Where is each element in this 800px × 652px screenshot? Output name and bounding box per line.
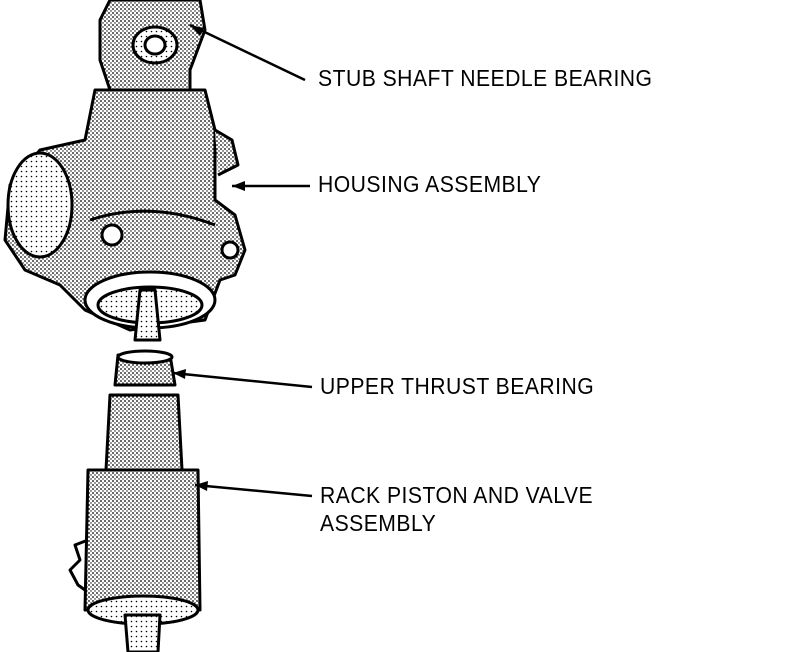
label-stub-shaft-needle-bearing: STUB SHAFT NEEDLE BEARING: [318, 65, 653, 91]
leader-rack-piston: [194, 483, 313, 498]
rack-piston-and-valve-assembly: [68, 393, 202, 652]
leader-stub-shaft: [189, 23, 306, 82]
label-housing-assembly: HOUSING ASSEMBLY: [318, 171, 542, 197]
leader-upper-thrust: [172, 371, 313, 389]
upper-thrust-bearing: [113, 349, 177, 387]
label-upper-thrust-bearing: UPPER THRUST BEARING: [320, 373, 595, 399]
housing-assembly: [3, 88, 247, 332]
label-rack-piston-line1: RACK PISTON AND VALVE: [320, 482, 594, 508]
stub-shaft-needle-bearing: [98, 0, 207, 92]
label-rack-piston-line2: ASSEMBLY: [320, 510, 437, 536]
